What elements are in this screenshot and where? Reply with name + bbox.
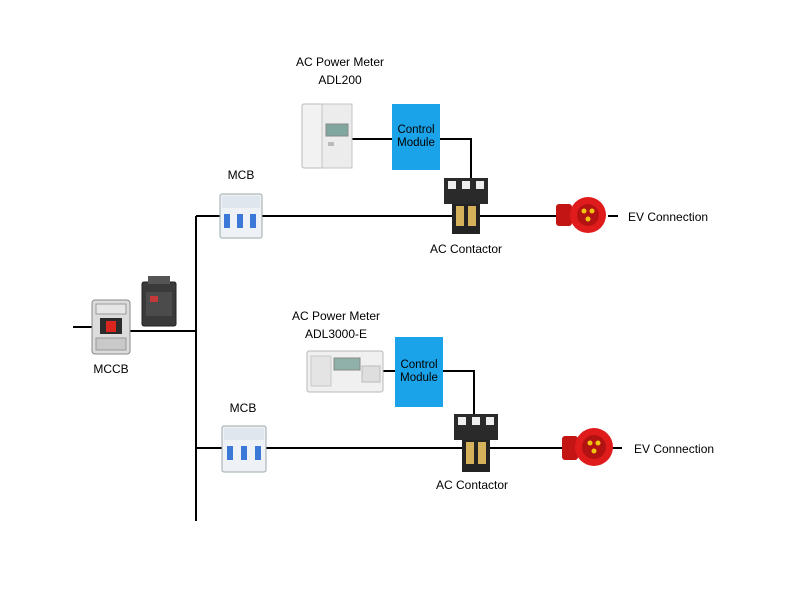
- mccb-label: MCCB: [93, 362, 129, 376]
- meter-title-2: AC Power Meter: [291, 309, 381, 323]
- ev-connection-label-2: EV Connection: [634, 442, 715, 456]
- meter-model-1: ADL200: [318, 73, 362, 87]
- meter-model-2: ADL3000-E: [304, 327, 368, 341]
- mccb-breaker: [91, 299, 131, 355]
- ev-plug-1: [556, 197, 606, 233]
- control-module-2: Control Module: [395, 337, 443, 407]
- contactor-label-2: AC Contactor: [435, 478, 509, 492]
- module1-to-contactor-wire: [440, 138, 472, 178]
- ev-plug-2: [562, 428, 613, 466]
- ac-contactor-2: [454, 414, 498, 472]
- wires: [73, 138, 622, 521]
- mcb-breaker-1: [219, 193, 263, 239]
- ac-contactor-1: [444, 178, 488, 234]
- power-meter-adl3000e: [306, 350, 384, 393]
- power-meter-adl200: [301, 103, 353, 169]
- meter-title-1: AC Power Meter: [295, 55, 385, 69]
- control-module-1: Control Module: [392, 104, 440, 170]
- ev-connection-label-1: EV Connection: [628, 210, 709, 224]
- contactor-label-1: AC Contactor: [429, 242, 503, 256]
- module2-to-contactor-wire: [443, 370, 475, 414]
- mcb-label-1: MCB: [227, 168, 255, 182]
- mcb-label-2: MCB: [229, 401, 257, 415]
- mcb-breaker-2: [221, 425, 267, 473]
- mccb-accessory: [141, 276, 177, 327]
